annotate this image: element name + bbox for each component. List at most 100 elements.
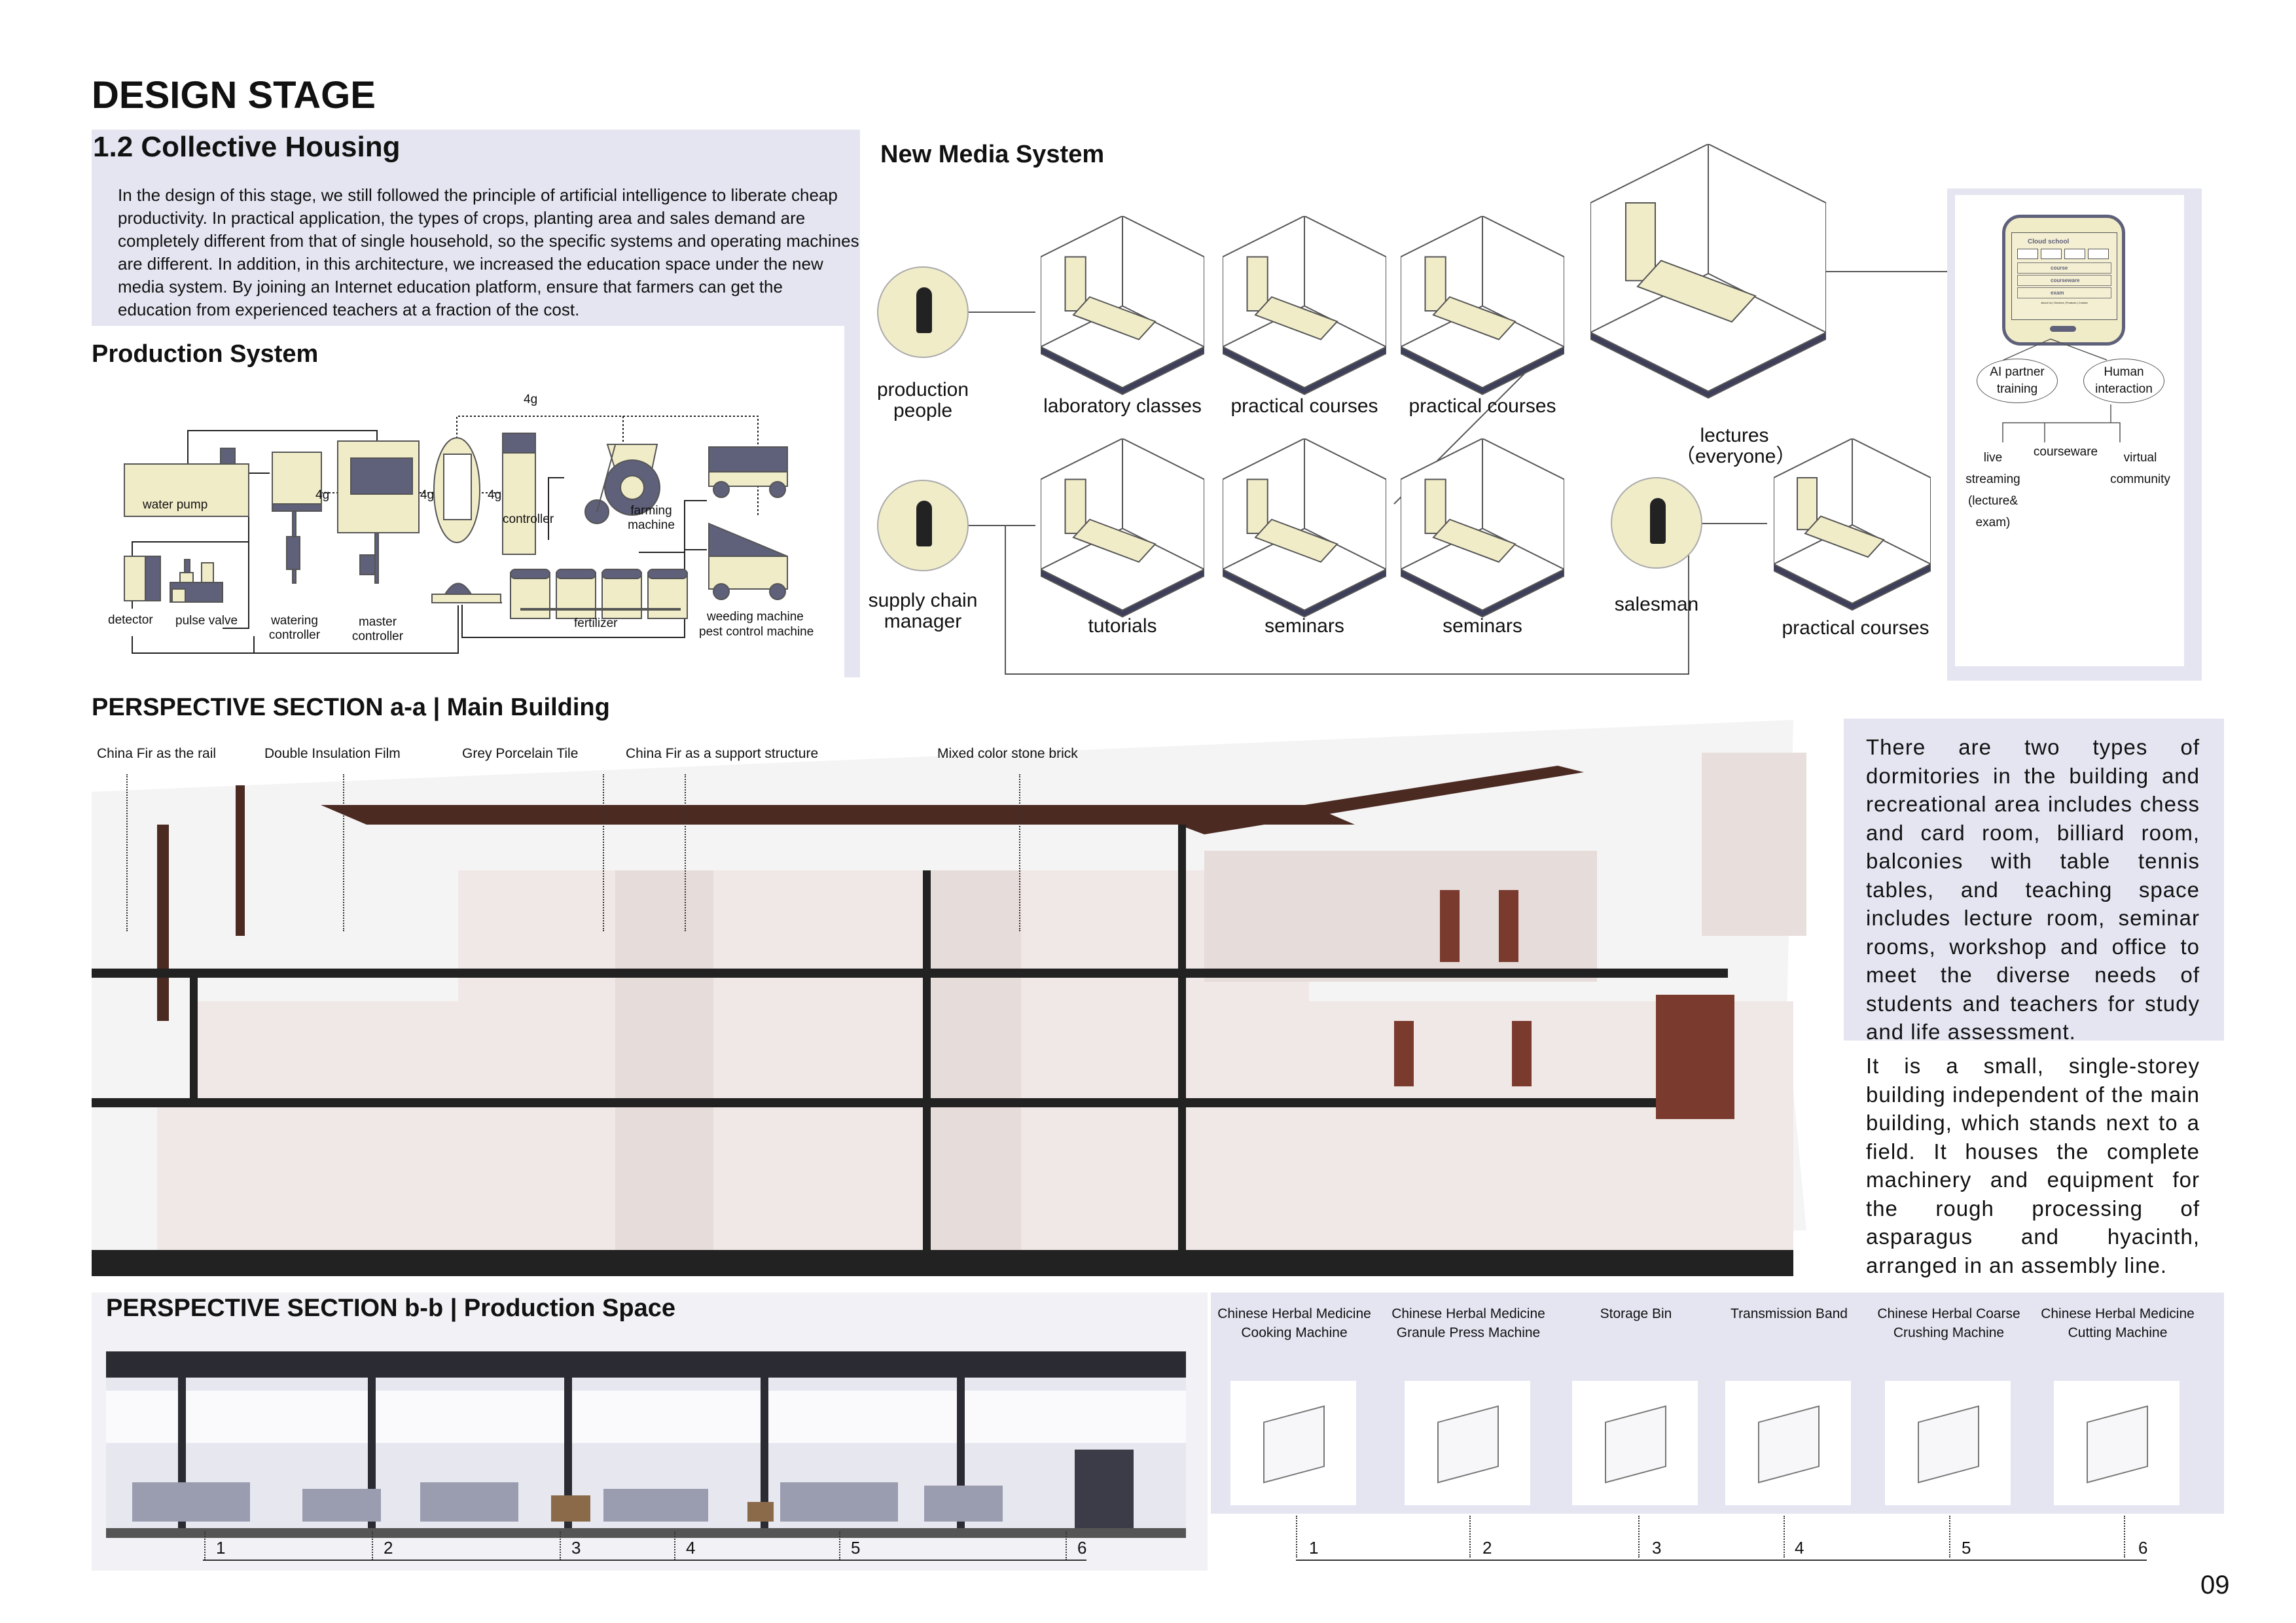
axis-number: 5	[851, 1538, 861, 1558]
machine-icon	[1263, 1405, 1325, 1484]
material-pointer	[126, 774, 128, 931]
machine-label: Chinese Herbal Coarse Crushing Machine	[1877, 1306, 2020, 1340]
axis-lines	[203, 1560, 2147, 1561]
material-label: China Fir as the rail	[97, 746, 217, 761]
axis-tick	[1066, 1531, 1067, 1560]
production-system-title: Production System	[92, 340, 319, 368]
room-label: laboratory classes	[1043, 395, 1202, 417]
menu-exam[interactable]: exam	[2017, 287, 2111, 298]
master-controller-label: master controller	[351, 615, 404, 643]
material-label: Grey Porcelain Tile	[462, 746, 579, 761]
lectures-label: lectures （everyone）	[1676, 425, 1796, 467]
description-dormitories: There are two types of dormitories in th…	[1866, 735, 2200, 1044]
axis-number: 3	[571, 1538, 581, 1558]
person-icon	[916, 501, 932, 546]
machine-image	[1405, 1381, 1530, 1505]
axis-number: 2	[1482, 1538, 1492, 1558]
leaf-courseware: courseware	[2033, 445, 2098, 459]
machine-image	[1725, 1381, 1851, 1505]
production-space-section-drawing	[106, 1351, 1186, 1538]
human-interaction-node: Human interaction	[2083, 359, 2164, 403]
machine-label: Chinese Herbal Medicine Cutting Machine	[2041, 1306, 2195, 1340]
signal-label: 4g	[524, 393, 538, 406]
room-label: practical courses	[1408, 395, 1556, 417]
description-panel	[1844, 719, 2224, 1041]
machine-icon	[1605, 1405, 1666, 1484]
axis-number: 1	[216, 1538, 226, 1558]
phone-panel: Cloud school course courseware exam Abou…	[1947, 188, 2202, 681]
menu-courseware[interactable]: courseware	[2017, 275, 2111, 286]
home-icon[interactable]	[2017, 249, 2038, 259]
section-bb-title: PERSPECTIVE SECTION b-b | Production Spa…	[106, 1294, 675, 1322]
main-building-section-drawing	[92, 720, 1806, 1276]
detector-label: detector	[108, 613, 153, 627]
folder-icon[interactable]	[2088, 249, 2109, 259]
controller-label: controller	[503, 512, 554, 526]
machine-label: Chinese Herbal Medicine Cooking Machine	[1217, 1306, 1371, 1340]
machine-image	[1885, 1381, 2011, 1505]
axis-tick	[2124, 1516, 2125, 1558]
water-pump-label: water pump	[143, 498, 208, 512]
axis-number: 2	[384, 1538, 393, 1558]
room-practical-1	[1223, 216, 1386, 404]
room-label: seminars	[1265, 615, 1344, 637]
machine-icon	[1758, 1405, 1820, 1484]
material-label: Mixed color stone brick	[937, 746, 1078, 761]
practical-courses-sales-label: practical courses	[1782, 617, 1929, 639]
person-icon	[916, 287, 932, 333]
watering-controller-label: watering controller	[268, 614, 321, 642]
pulse-valve-label: pulse valve	[175, 614, 238, 628]
description-production-building: It is a small, single-storey building in…	[1866, 1054, 2200, 1277]
axis-number: 4	[686, 1538, 696, 1558]
intro-panel	[92, 130, 860, 326]
room-lectures	[1590, 144, 1826, 415]
machine-image	[1230, 1381, 1356, 1505]
machine-label: Transmission Band	[1731, 1306, 1848, 1321]
machine-icon	[2087, 1405, 2148, 1484]
weeding-machine-label: weeding machine	[707, 610, 804, 624]
intro-paragraph: In the design of this stage, we still fo…	[118, 185, 859, 319]
person-icon	[1650, 498, 1666, 544]
farming-machine-label: farming machine	[628, 504, 675, 532]
room-practical-2	[1401, 216, 1564, 404]
room-label: tutorials	[1088, 615, 1157, 637]
section-aa-title: PERSPECTIVE SECTION a-a | Main Building	[92, 694, 610, 721]
phone-footer: About Us | Services | Products | Contact	[2041, 301, 2088, 304]
material-pointer	[1019, 774, 1020, 931]
document-icon[interactable]	[2041, 249, 2062, 259]
new-media-title: New Media System	[880, 141, 1105, 168]
fertilizer-label: fertilizer	[574, 616, 618, 630]
section-title: 1.2 Collective Housing	[93, 131, 401, 163]
person-salesman	[1611, 477, 1702, 569]
menu-course[interactable]: course	[2017, 262, 2111, 274]
machine-label: Storage Bin	[1600, 1306, 1672, 1321]
axis-number: 4	[1795, 1538, 1804, 1558]
axis-tick	[1296, 1516, 1297, 1558]
axis-tick	[1638, 1516, 1640, 1558]
room-practical-sales	[1774, 438, 1931, 619]
production-system-diagram	[124, 416, 788, 654]
room-label: practical courses	[1230, 395, 1378, 417]
machine-image	[2054, 1381, 2179, 1505]
axis-number: 6	[1077, 1538, 1087, 1558]
signal-label: 4g	[488, 488, 502, 502]
edit-icon[interactable]	[2064, 249, 2085, 259]
axis-tick	[204, 1531, 206, 1560]
signal-label: 4g	[420, 488, 435, 502]
person-label: supply chain manager	[868, 590, 978, 632]
material-label: Double Insulation Film	[264, 746, 401, 761]
person-label: production people	[876, 379, 969, 421]
axis-number: 5	[1962, 1538, 1971, 1558]
machine-image	[1572, 1381, 1698, 1505]
room-seminars-1	[1223, 438, 1386, 627]
app-name: Cloud school	[2028, 238, 2070, 245]
person-label: salesman	[1614, 594, 1699, 615]
page-title: DESIGN STAGE	[92, 74, 376, 116]
signal-label: 4g	[315, 488, 330, 502]
room-laboratory	[1041, 216, 1204, 404]
axis-tick	[1949, 1516, 1950, 1558]
pest-control-machine-label: pest control machine	[699, 625, 814, 639]
axis-number: 1	[1309, 1538, 1319, 1558]
machine-label: Chinese Herbal Medicine Granule Press Ma…	[1391, 1306, 1545, 1340]
axis-tick	[674, 1531, 675, 1560]
